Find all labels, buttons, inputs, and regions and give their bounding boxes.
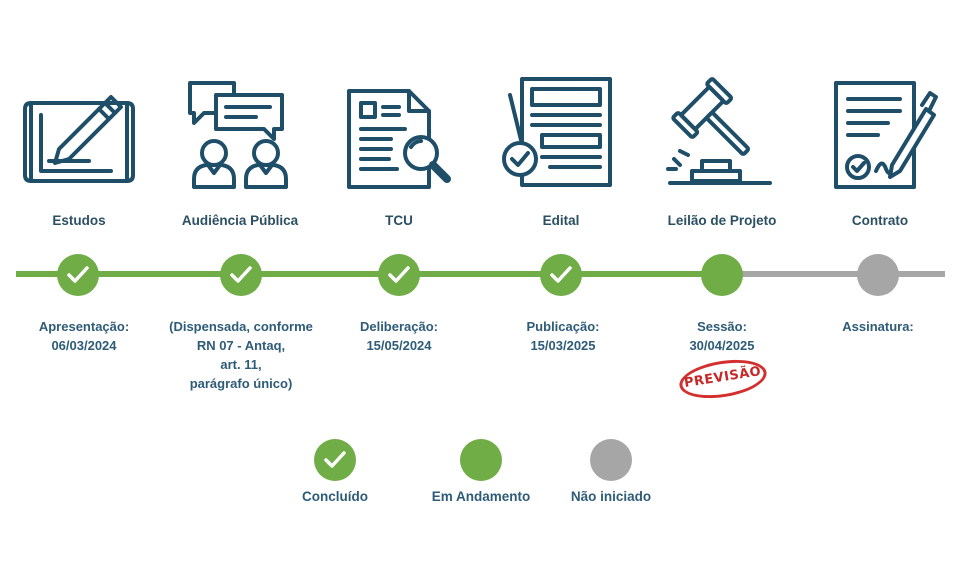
legend-dot-concluido [314, 439, 356, 481]
stage-detail-contrato: Assinatura: [788, 317, 960, 336]
stage-node-contrato [857, 254, 899, 296]
forecast-stamp: PREVISÃO [676, 354, 770, 404]
gavel-icon [662, 75, 782, 195]
stage-node-edital [540, 254, 582, 296]
stage-detail-estudos: Apresentação: 06/03/2024 [0, 317, 174, 355]
check-icon [230, 266, 252, 283]
stage-node-audiencia [220, 254, 262, 296]
detail-line: Sessão: [697, 319, 747, 334]
detail-line: 15/03/2025 [530, 338, 596, 353]
stage-title-tcu: TCU [385, 213, 413, 228]
stage-title-leilao: Leilão de Projeto [667, 213, 777, 228]
stage-node-leilao [701, 254, 743, 296]
detail-line: (Dispensada, conforme [169, 319, 313, 334]
detail-line: Assinatura: [842, 319, 914, 334]
stage-title-audiencia: Audiência Pública [181, 213, 299, 228]
detail-line: 30/04/2025 [689, 338, 755, 353]
blueprint-pencil-icon [19, 75, 139, 195]
detail-line: Deliberação: [359, 319, 439, 334]
legend-dot-nao-iniciado [590, 439, 632, 481]
document-magnifier-icon [341, 75, 461, 195]
people-chat-icon [180, 75, 300, 195]
stage-node-tcu [378, 254, 420, 296]
timeline-progress-line [16, 271, 738, 277]
legend-dot-em-andamento [460, 439, 502, 481]
stage-node-estudos [57, 254, 99, 296]
timeline-pending-line [738, 271, 945, 277]
stage-title-contrato: Contrato [851, 213, 909, 228]
check-icon [388, 266, 410, 283]
detail-line: 15/05/2024 [366, 338, 432, 353]
check-icon [550, 266, 572, 283]
detail-line: art. 11, [220, 357, 262, 372]
detail-line: 06/03/2024 [51, 338, 117, 353]
check-icon [324, 451, 346, 468]
detail-line: Apresentação: [38, 319, 130, 334]
stage-detail-tcu: Deliberação: 15/05/2024 [309, 317, 489, 355]
stage-title-edital: Edital [542, 213, 580, 228]
stage-detail-edital: Publicação: 15/03/2025 [473, 317, 653, 355]
detail-line: Publicação: [526, 319, 600, 334]
legend-label-concluido: Concluído [302, 489, 368, 504]
document-check-icon [500, 75, 620, 195]
check-icon [67, 266, 89, 283]
stage-title-estudos: Estudos [52, 213, 106, 228]
stage-detail-leilao: Sessão: 30/04/2025 [632, 317, 812, 355]
detail-line: RN 07 - Antaq, [196, 338, 286, 353]
legend-label-em-andamento: Em Andamento [431, 489, 531, 504]
legend-label-nao-iniciado: Não iniciado [570, 489, 652, 504]
detail-line: parágrafo único) [189, 376, 293, 391]
contract-pen-icon [822, 75, 942, 195]
stage-detail-audiencia: (Dispensada, conforme RN 07 - Antaq, art… [151, 317, 331, 393]
